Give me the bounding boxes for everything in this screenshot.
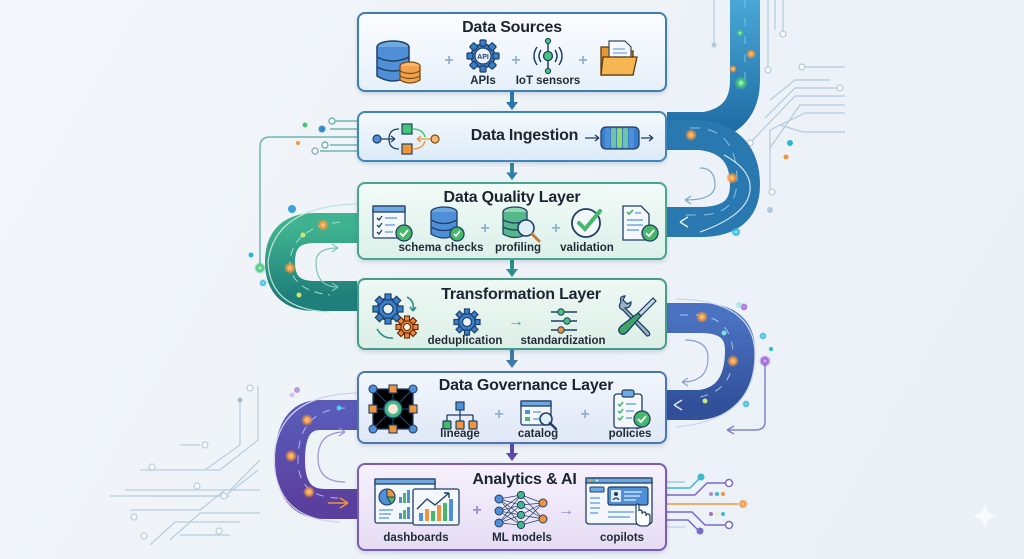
arrow-ingestion-to-quality — [506, 163, 518, 181]
checklist-window-icon — [372, 205, 413, 242]
svg-text:API: API — [477, 54, 489, 61]
api-gear-icon: API — [466, 39, 500, 73]
sliders-icon — [551, 308, 577, 334]
stage-title: Analytics & AI — [472, 471, 577, 488]
item-label: ML models — [492, 532, 552, 544]
plus-separator: + — [551, 220, 561, 237]
stage-title: Data Governance Layer — [438, 377, 614, 394]
item-label: profiling — [495, 242, 541, 254]
plus-separator: + — [580, 406, 590, 423]
item-label: catalog — [517, 428, 559, 440]
folder-icon — [600, 40, 638, 76]
arrow-quality-to-transformation — [506, 259, 518, 277]
dashboard-charts-icon — [374, 478, 460, 526]
circuit-traces-left — [110, 384, 261, 546]
gears-cycle-icon — [372, 293, 419, 339]
arrow-governance-to-analytics — [506, 443, 518, 461]
iot-sensor-icon — [533, 38, 563, 74]
output-traces — [667, 473, 748, 535]
item-label: deduplication — [427, 335, 503, 347]
stage-data-quality[interactable]: Data Quality Layer schema checks + profi… — [357, 182, 667, 260]
item-label: lineage — [440, 428, 480, 440]
stage-transformation[interactable]: Transformation Layer — [357, 278, 667, 350]
stage-title: Data Sources — [462, 19, 562, 36]
sparkle-icon — [972, 503, 998, 529]
pipe-indigo — [667, 298, 766, 435]
stage-title: Transformation Layer — [441, 286, 601, 303]
document-check-icon — [622, 205, 659, 242]
stage-data-sources[interactable]: Data Sources + API APIs + IoT sensors — [357, 12, 667, 92]
arrow-separator: → — [508, 313, 524, 330]
arrow-separator: → — [558, 502, 574, 519]
item-label: copilots — [599, 532, 645, 544]
pipe-green — [264, 203, 358, 313]
check-circle-icon — [571, 208, 602, 238]
stage-analytics-ai[interactable]: Analytics & AI dashboards + ML models → — [357, 463, 667, 551]
plus-separator: + — [444, 52, 454, 69]
lineage-tree-icon — [442, 401, 478, 430]
stage-title: Data Ingestion — [470, 127, 579, 144]
neural-network-icon — [494, 491, 548, 530]
stage-data-ingestion[interactable]: Data Ingestion — [357, 111, 667, 162]
database-magnifier-icon — [502, 206, 541, 243]
queue-stream-icon — [585, 126, 654, 150]
branching-flow-icon — [372, 123, 440, 155]
wrench-screwdriver-icon — [618, 295, 657, 337]
gear-icon — [453, 308, 481, 336]
ingestion-branch-line — [259, 117, 357, 268]
plus-separator: + — [578, 52, 588, 69]
item-label: APIs — [470, 75, 496, 87]
item-label: IoT sensors — [515, 75, 581, 87]
item-label: schema checks — [398, 242, 484, 254]
stage-governance[interactable]: Data Governance Layer lineage + catalog … — [357, 371, 667, 444]
arrow-sources-to-ingestion — [506, 92, 518, 110]
plus-separator: + — [494, 406, 504, 423]
item-label: standardization — [520, 335, 606, 347]
clipboard-check-icon — [613, 389, 651, 429]
database-check-icon — [430, 206, 465, 242]
arrow-transformation-to-governance — [506, 350, 518, 368]
network-graph-icon — [368, 384, 418, 434]
database-icon — [376, 40, 421, 84]
plus-separator: + — [480, 220, 490, 237]
stage-title: Data Quality Layer — [443, 189, 581, 206]
copilot-window-icon — [585, 477, 653, 527]
item-label: policies — [608, 428, 652, 440]
plus-separator: + — [511, 52, 521, 69]
item-label: validation — [560, 242, 614, 254]
catalog-search-icon — [520, 400, 558, 431]
plus-separator: + — [472, 502, 482, 519]
item-label: dashboards — [383, 532, 449, 544]
